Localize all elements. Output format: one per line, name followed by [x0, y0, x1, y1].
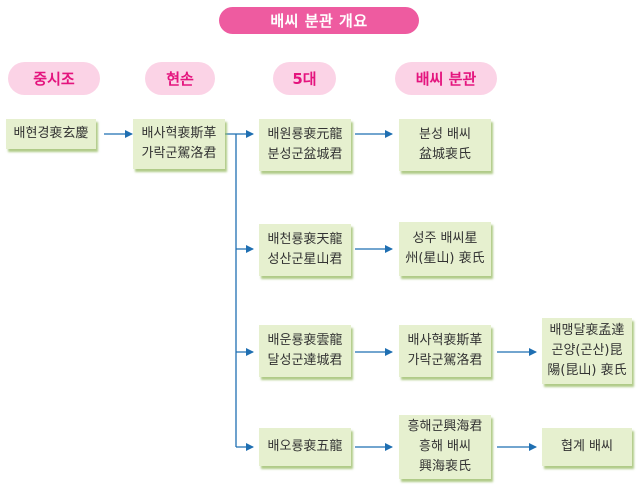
node-text: 배운룡裵雲龍 — [267, 333, 343, 348]
node-text: 배오룡裵五龍 — [267, 439, 343, 454]
column-header-branches: 배씨 분관 — [395, 62, 497, 95]
node-fifth-2: 배천룡裵天龍 성산군星山君 — [259, 224, 351, 276]
node-branch-2: 성주 배씨星 州(星山) 裵氏 — [399, 222, 491, 276]
diagram-title: 배씨 분관 개요 — [219, 7, 419, 34]
node-branch-1: 분성 배씨 盆城裵氏 — [399, 119, 491, 171]
node-text: 흥해 배씨 — [419, 439, 471, 454]
node-text: 분성군盆城君 — [267, 147, 343, 162]
node-text: 협계 배씨 — [561, 439, 613, 454]
node-text: 가락군駕洛君 — [407, 353, 483, 368]
node-text: 배사혁裵斯革 — [141, 126, 217, 141]
node-text: 흥해군興海君 — [407, 419, 483, 434]
node-text: 盆城裵氏 — [418, 147, 471, 162]
node-text: 달성군達城君 — [267, 353, 343, 368]
node-fifth-1: 배원룡裵元龍 분성군盆城君 — [259, 119, 351, 171]
node-fifth-3: 배운룡裵雲龍 달성군達城君 — [259, 325, 351, 377]
node-text: 陽(昆山) 裵氏 — [547, 363, 627, 378]
node-fifth-4: 배오룡裵五龍 — [259, 428, 351, 466]
node-text: 州(星山) 裵氏 — [405, 251, 485, 266]
node-text: 배원룡裵元龍 — [267, 127, 343, 142]
node-ancestor: 배현경裵玄慶 — [6, 119, 96, 149]
node-text: 배사혁裵斯革 — [407, 333, 483, 348]
column-header-great-grandson: 현손 — [145, 62, 215, 95]
node-great-grandson: 배사혁裵斯革 가락군駕洛君 — [133, 119, 225, 169]
column-header-fifth-generation: 5대 — [273, 62, 336, 95]
node-text: 배천룡裵天龍 — [267, 232, 343, 247]
node-text: 분성 배씨 — [419, 127, 471, 142]
node-text: 성산군星山君 — [267, 252, 343, 267]
column-header-founder: 중시조 — [8, 62, 100, 95]
node-text: 배현경裵玄慶 — [13, 126, 89, 141]
node-branch-4: 흥해군興海君 흥해 배씨 興海裵氏 — [399, 415, 491, 479]
node-text: 가락군駕洛君 — [141, 146, 217, 161]
node-text: 興海裵氏 — [418, 459, 471, 474]
node-text: 배맹달裵孟達 — [549, 323, 625, 338]
node-sub-branch-2: 협계 배씨 — [542, 428, 632, 466]
node-text: 성주 배씨星 — [412, 231, 478, 246]
node-branch-3: 배사혁裵斯革 가락군駕洛君 — [399, 325, 491, 377]
node-sub-branch-1: 배맹달裵孟達 곤양(곤산)昆 陽(昆山) 裵氏 — [542, 318, 632, 384]
node-text: 곤양(곤산)昆 — [551, 343, 623, 358]
